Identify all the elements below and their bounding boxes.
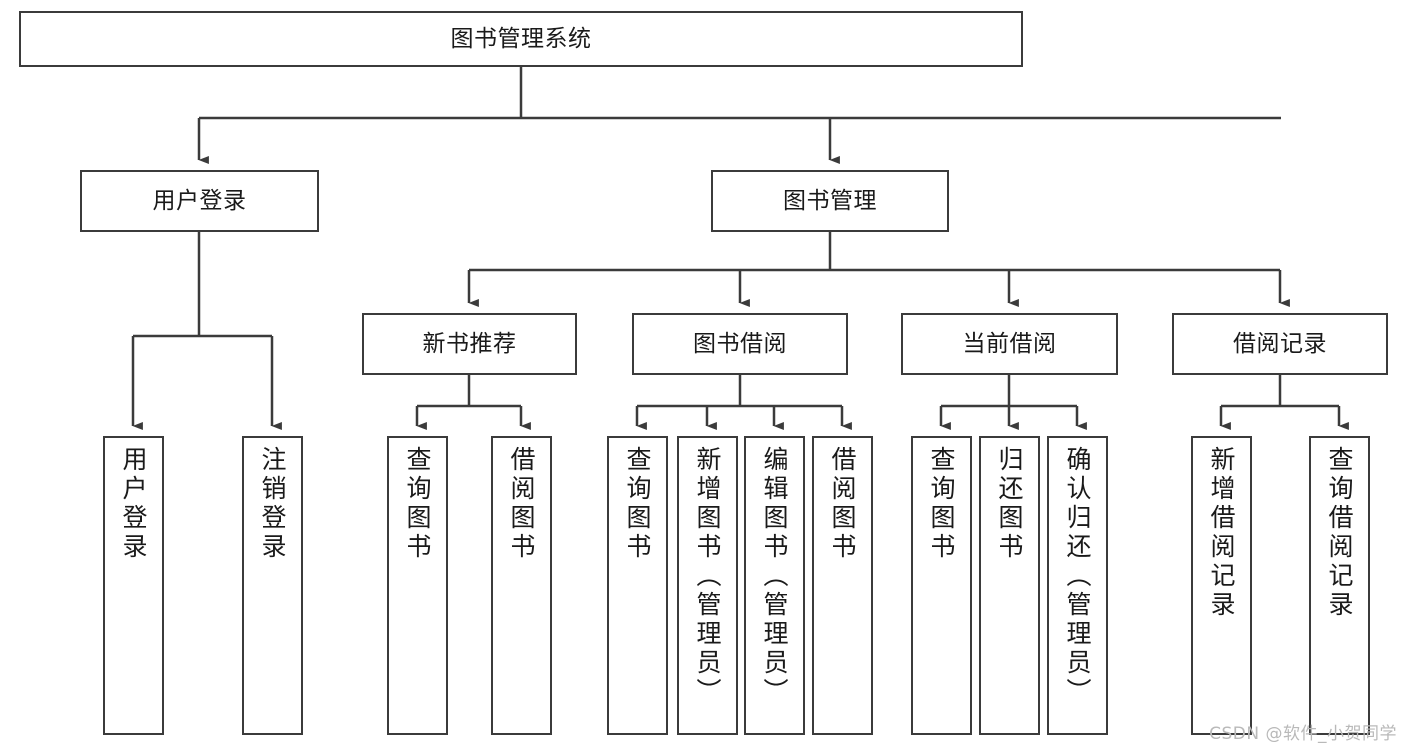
node-label: 图书借阅 xyxy=(693,330,787,357)
leaf-query-book-borrow[interactable]: 查询图书 xyxy=(607,436,668,735)
node-current-borrow[interactable]: 当前借阅 xyxy=(901,313,1118,375)
node-borrow-record[interactable]: 借阅记录 xyxy=(1172,313,1388,375)
node-label: 确认归还（管理员） xyxy=(1063,446,1092,707)
leaf-add-borrow-record[interactable]: 新增借阅记录 xyxy=(1191,436,1252,735)
node-label: 新增图书（管理员） xyxy=(693,446,722,707)
node-label: 查询图书 xyxy=(927,446,956,562)
leaf-confirm-return-admin[interactable]: 确认归还（管理员） xyxy=(1047,436,1108,735)
node-label: 查询借阅记录 xyxy=(1325,446,1354,620)
node-label: 用户登录 xyxy=(119,446,148,562)
node-label: 借阅图书 xyxy=(507,446,536,562)
node-label: 借阅记录 xyxy=(1233,330,1327,357)
node-label: 新增借阅记录 xyxy=(1207,446,1236,620)
node-label: 注销登录 xyxy=(258,446,287,562)
watermark-text: CSDN @软件_小贺同学 xyxy=(1209,724,1397,744)
leaf-borrow-book-recommend[interactable]: 借阅图书 xyxy=(491,436,552,735)
node-label: 新书推荐 xyxy=(422,330,517,357)
node-book-borrow[interactable]: 图书借阅 xyxy=(632,313,848,375)
node-label: 归还图书 xyxy=(995,446,1024,562)
node-label: 图书管理 xyxy=(783,187,877,214)
node-label: 图书管理系统 xyxy=(450,25,592,52)
leaf-edit-book-admin[interactable]: 编辑图书（管理员） xyxy=(744,436,805,735)
node-label: 用户登录 xyxy=(152,187,247,214)
leaf-query-book-current[interactable]: 查询图书 xyxy=(911,436,972,735)
node-label: 查询图书 xyxy=(623,446,652,562)
leaf-add-book-admin[interactable]: 新增图书（管理员） xyxy=(677,436,738,735)
leaf-query-book-recommend[interactable]: 查询图书 xyxy=(387,436,448,735)
node-label: 编辑图书（管理员） xyxy=(760,446,789,707)
leaf-user-login[interactable]: 用户登录 xyxy=(103,436,164,735)
node-book-management[interactable]: 图书管理 xyxy=(711,170,949,232)
node-label: 借阅图书 xyxy=(828,446,857,562)
leaf-logout[interactable]: 注销登录 xyxy=(242,436,303,735)
node-new-book-recommend[interactable]: 新书推荐 xyxy=(362,313,577,375)
node-label: 查询图书 xyxy=(403,446,432,562)
leaf-query-borrow-record[interactable]: 查询借阅记录 xyxy=(1309,436,1370,735)
leaf-return-book[interactable]: 归还图书 xyxy=(979,436,1040,735)
node-user-login[interactable]: 用户登录 xyxy=(80,170,319,232)
leaf-borrow-book[interactable]: 借阅图书 xyxy=(812,436,873,735)
node-label: 当前借阅 xyxy=(962,330,1057,357)
node-root-system[interactable]: 图书管理系统 xyxy=(19,11,1023,67)
